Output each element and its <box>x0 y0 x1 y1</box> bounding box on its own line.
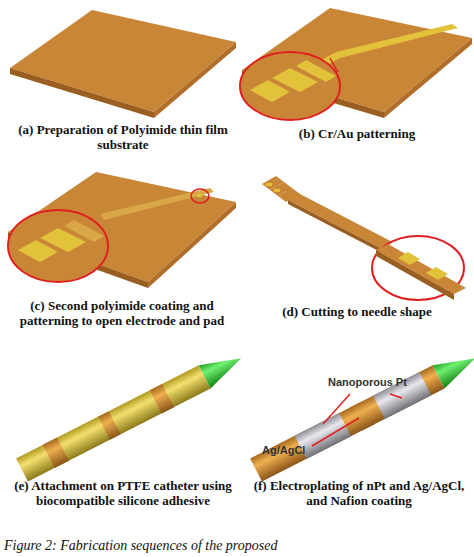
needle-strip-zoom <box>376 244 466 294</box>
magnify-leader <box>330 58 338 72</box>
needle-probe <box>262 176 466 300</box>
slab-side <box>10 68 154 118</box>
catheter-probe <box>16 347 247 482</box>
slab-side <box>384 38 472 118</box>
panel-caption: (c) Second polyimide coating and pattern… <box>4 298 240 328</box>
catheter-body <box>16 365 210 481</box>
panel-caption: (d) Cutting to needle shape <box>252 304 462 319</box>
polyimide-band <box>98 411 120 440</box>
leader-line <box>323 394 350 424</box>
electrode-opening <box>398 252 420 265</box>
panel-caption: (f) Electroplating of nPt and Ag/AgCl, a… <box>246 478 472 508</box>
part-label: Nanoporous Pt <box>328 376 438 389</box>
panel-caption: (b) Cr/Au patterning <box>252 126 462 141</box>
green-tip <box>433 347 474 389</box>
plated-catheter <box>250 347 474 482</box>
leader-line <box>390 394 402 398</box>
green-tip <box>199 347 247 389</box>
part-label: Ag/AgCl <box>262 444 342 457</box>
electrode-opening <box>426 267 448 280</box>
panel-caption: (a) Preparation of Polyimide thin film s… <box>8 122 238 152</box>
open-electrode <box>197 194 202 197</box>
polyimide-substrate <box>10 10 236 118</box>
magnify-circle <box>8 210 108 282</box>
polyimide-band <box>43 438 69 468</box>
panel-caption: (e) Attachment on PTFE catheter using bi… <box>8 478 238 508</box>
magnify-circle <box>240 52 340 120</box>
pad-gold <box>274 189 280 192</box>
pad-gold <box>266 183 272 186</box>
gold-traces <box>336 24 458 58</box>
slab-side <box>148 202 236 288</box>
gold-pad <box>296 60 336 82</box>
slab-top <box>10 10 236 112</box>
ag-agcl-band <box>350 401 374 431</box>
figure-caption: Figure 2: Fabrication sequences of the p… <box>4 538 277 554</box>
magnify-circle-small <box>191 189 209 203</box>
catheter-body <box>250 365 444 481</box>
slab-side <box>154 42 236 118</box>
needle-side-zoom <box>376 250 454 300</box>
covered-pad <box>64 220 104 242</box>
covered-traces <box>100 188 214 220</box>
cr-au-patterned-substrate <box>240 8 472 120</box>
polyimide-band <box>150 384 174 414</box>
slab-top <box>8 172 236 282</box>
leader-line <box>312 418 359 446</box>
second-polyimide-substrate <box>8 172 236 288</box>
